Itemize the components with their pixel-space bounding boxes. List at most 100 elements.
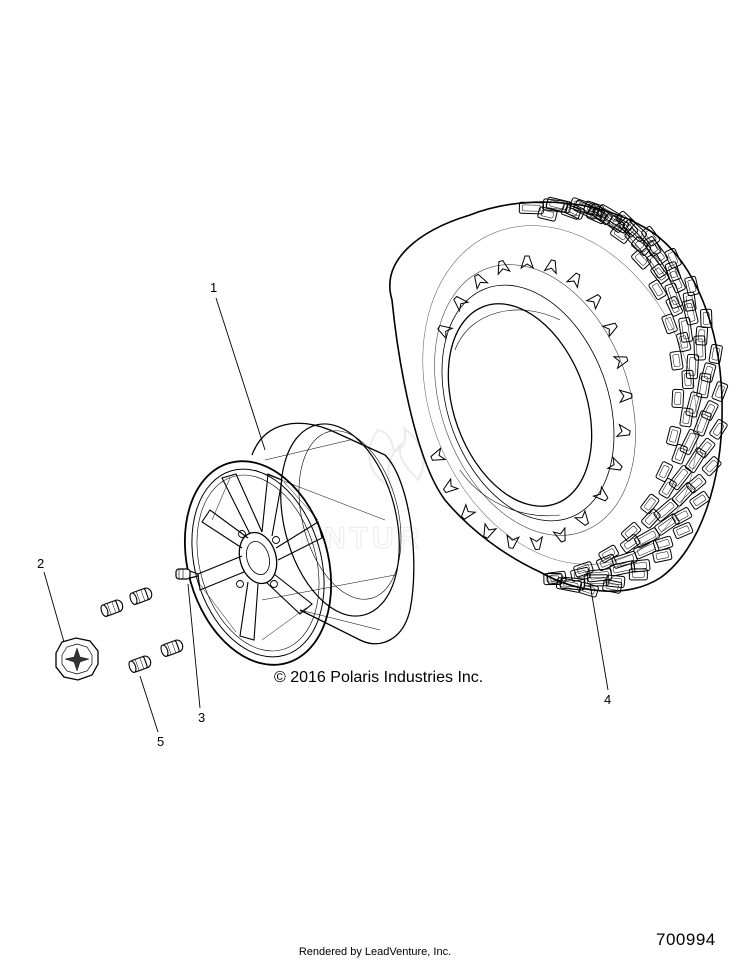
tread-block <box>696 437 716 459</box>
tread-block <box>685 353 700 380</box>
rim-barrel <box>251 422 415 645</box>
tread-block <box>596 553 617 571</box>
tread-block <box>689 490 710 510</box>
tire-tread-blocks <box>518 196 729 598</box>
center-cap <box>55 637 99 681</box>
tread-block <box>555 577 582 593</box>
tread-block <box>672 522 694 539</box>
tread-block <box>661 313 678 335</box>
tread-block <box>681 299 699 326</box>
tire <box>389 196 729 598</box>
tread-block <box>708 344 723 364</box>
tread-block <box>682 291 697 312</box>
tread-block <box>665 266 686 294</box>
tread-block <box>586 568 613 583</box>
sidewall-lug <box>460 503 477 520</box>
tread-block <box>685 391 703 418</box>
sidewall-lug <box>497 260 511 276</box>
tread-block <box>653 498 679 522</box>
diagram-number: 700994 <box>656 930 716 949</box>
tread-block <box>671 443 688 465</box>
tread-block <box>573 561 594 578</box>
tread-block <box>569 197 596 216</box>
tread-block <box>678 316 694 343</box>
tread-block <box>640 493 660 515</box>
sidewall-lug <box>591 485 609 502</box>
tread-block <box>620 534 641 553</box>
sidewall-lug <box>442 477 460 494</box>
callout-2: 2 <box>37 556 45 571</box>
tread-block <box>628 568 648 581</box>
tread-block <box>701 400 719 421</box>
tread-block <box>658 478 677 499</box>
tread-block <box>621 521 642 542</box>
sidewall-lug <box>552 526 566 543</box>
tread-block <box>668 465 692 491</box>
tread-block <box>665 296 683 317</box>
tread-block <box>709 419 728 440</box>
svg-text:ENTUR: ENTUR <box>300 522 423 555</box>
tread-block <box>645 239 669 265</box>
tread-block <box>676 331 692 353</box>
tread-block <box>564 202 586 220</box>
lug-nut <box>128 655 152 674</box>
copyright-text: © 2016 Polaris Industries Inc. <box>274 669 484 686</box>
leader-line-1 <box>215 297 266 451</box>
tread-block <box>664 261 682 282</box>
tread-block <box>700 362 717 383</box>
tread-block <box>602 579 623 594</box>
tread-block <box>598 544 619 563</box>
tread-block <box>693 410 712 437</box>
sidewall-lug <box>606 456 623 471</box>
sidewall-lug <box>565 272 581 289</box>
tread-block <box>681 369 695 390</box>
tread-block <box>679 407 694 428</box>
tread-block <box>543 572 563 586</box>
tread-block <box>671 507 693 525</box>
sidewall-lug <box>585 294 602 311</box>
sidewall-lug <box>430 447 447 461</box>
tread-block <box>669 350 684 371</box>
callout-3: 3 <box>198 710 206 725</box>
sidewall-lug <box>437 324 454 340</box>
sidewall-lug <box>453 295 470 313</box>
tread-block <box>655 461 673 482</box>
tread-block <box>608 215 629 234</box>
sidewall-lug <box>615 423 631 438</box>
tread-block <box>701 456 722 477</box>
tread-block <box>686 473 707 494</box>
tread-block <box>652 548 673 563</box>
tire-sidewall-lugs <box>430 255 633 551</box>
callout-4: 4 <box>604 692 612 707</box>
leader-line-2 <box>43 571 65 643</box>
callout-5: 5 <box>157 734 165 749</box>
tread-block <box>679 428 700 456</box>
sidewall-lug <box>483 522 498 539</box>
tread-block <box>711 381 729 402</box>
leader-line-3 <box>187 583 201 709</box>
rim-face-outer <box>183 460 333 666</box>
rim-spokes <box>197 473 323 641</box>
valve-stem <box>175 568 199 580</box>
tread-block <box>648 279 667 300</box>
tread-block <box>650 263 670 285</box>
tread-block <box>641 508 661 529</box>
tread-block <box>696 372 712 399</box>
sidewall-lug <box>506 533 521 549</box>
sidewall-lug <box>612 356 629 370</box>
lug-nut <box>100 599 124 618</box>
tread-block <box>586 207 607 225</box>
leader-line-5 <box>139 675 159 733</box>
rim-hub <box>238 531 278 585</box>
wheel-rim <box>183 422 415 666</box>
sidewall-lug <box>520 255 535 270</box>
tread-block <box>570 566 591 582</box>
sidewall-lug <box>573 509 590 527</box>
sidewall-lug <box>529 535 544 551</box>
tire-outer-profile <box>389 201 723 592</box>
sidewall-lug <box>543 259 557 275</box>
tread-block <box>684 447 707 473</box>
lug-nuts <box>100 587 184 674</box>
tread-block <box>693 335 707 361</box>
